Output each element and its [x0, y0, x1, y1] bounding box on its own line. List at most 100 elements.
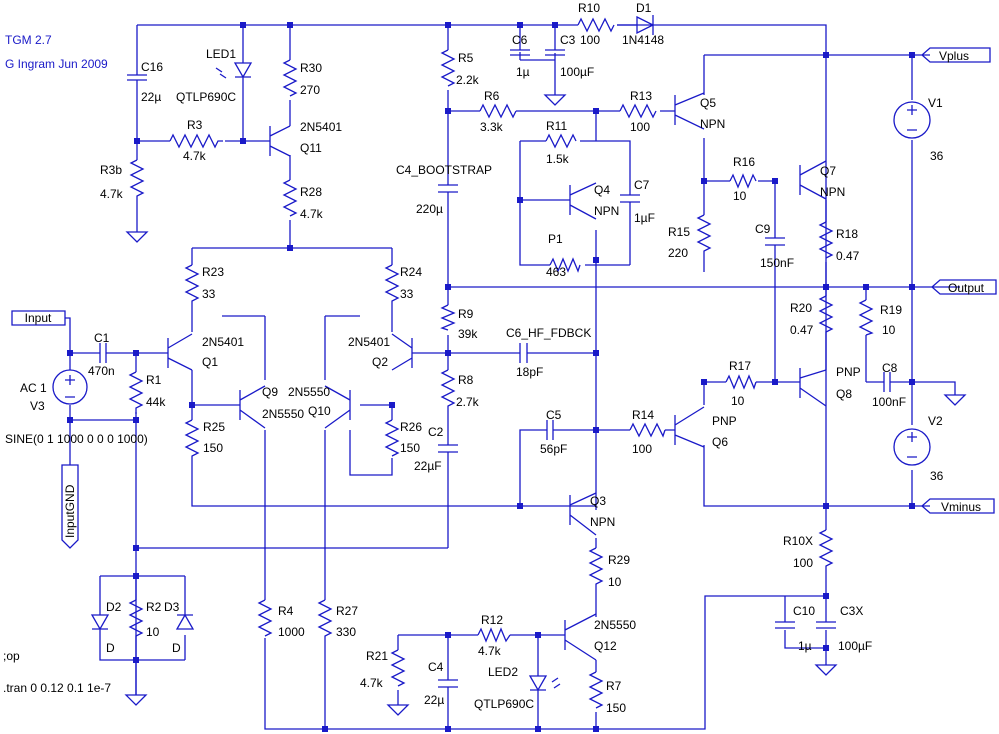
flag-output — [931, 279, 997, 295]
led1 — [215, 62, 253, 84]
diode-d1 — [617, 15, 655, 35]
capacitor-c6 — [510, 49, 530, 56]
label-r10x: R10X — [783, 534, 813, 548]
label-q10t: 2N5550 — [288, 385, 330, 399]
label-r26v: 150 — [400, 441, 420, 455]
label-p1: P1 — [548, 232, 563, 246]
label-led1: LED1 — [206, 47, 236, 61]
label-r15v: 220 — [668, 246, 688, 260]
schematic-author: G Ingram Jun 2009 — [5, 57, 108, 71]
label-c16v: 22µ — [141, 90, 161, 104]
label-r28v: 4.7k — [300, 207, 324, 221]
label-c2: C2 — [428, 425, 444, 439]
capacitor-c6-hf — [519, 343, 537, 363]
label-r9: R9 — [458, 307, 474, 321]
label-c1v: 470n — [88, 364, 115, 378]
label-q5: Q5 — [700, 96, 716, 110]
resistor-r3b — [129, 159, 145, 205]
flag-vminus-label: Vminus — [941, 500, 981, 514]
ground-c10 — [814, 664, 838, 676]
directive-tran: .tran 0 0.12 0.1 1e-7 — [3, 681, 111, 695]
capacitor-c4-bootstrap — [438, 184, 458, 200]
label-v2: V2 — [928, 414, 943, 428]
label-c7v: 1µF — [634, 211, 655, 225]
label-r20v: 0.47 — [790, 323, 814, 337]
flag-vplus-label: Vplus — [939, 49, 969, 63]
capacitor-c10 — [775, 621, 795, 629]
label-c3: C3 — [560, 33, 576, 47]
label-r6v: 3.3k — [480, 120, 504, 134]
label-r29: R29 — [608, 553, 630, 567]
label-r12: R12 — [481, 613, 503, 627]
label-r19v: 10 — [882, 323, 896, 337]
label-c1: C1 — [94, 331, 110, 345]
resistor-r25 — [184, 419, 200, 462]
label-q7: Q7 — [820, 164, 836, 178]
label-c6: C6 — [512, 33, 528, 47]
resistor-r23 — [184, 264, 200, 307]
source-label: AC 1 — [20, 381, 47, 395]
flag-output-label: Output — [948, 281, 985, 295]
label-r7: R7 — [606, 679, 622, 693]
capacitor-c3x — [816, 621, 836, 629]
label-r26: R26 — [400, 420, 422, 434]
label-p1v: 463 — [546, 265, 566, 279]
label-r17v: 10 — [731, 394, 745, 408]
label-v1: V1 — [928, 96, 943, 110]
label-r15: R15 — [668, 225, 690, 239]
label-v1v: 36 — [930, 149, 944, 163]
label-r1: R1 — [146, 373, 162, 387]
label-q9: Q9 — [262, 385, 278, 399]
label-r7v: 150 — [606, 701, 626, 715]
ground-c3 — [543, 94, 567, 106]
potentiometer-p1 — [549, 257, 581, 273]
capacitor-c1 — [99, 343, 110, 363]
label-q8: Q8 — [836, 387, 852, 401]
label-c10: C10 — [793, 604, 815, 618]
resistor-r21 — [390, 649, 406, 687]
resistor-r27 — [317, 599, 333, 640]
label-q1: Q1 — [202, 355, 218, 369]
label-c7: C7 — [634, 178, 650, 192]
led2 — [528, 675, 561, 692]
resistor-r15 — [696, 214, 712, 255]
label-r3bv: 4.7k — [100, 187, 124, 201]
label-led2: LED2 — [488, 665, 518, 679]
label-r25: R25 — [203, 420, 225, 434]
label-c6v: 1µ — [516, 65, 530, 79]
label-d3: D3 — [164, 600, 180, 614]
resistor-r11 — [545, 133, 577, 149]
label-r18: R18 — [836, 227, 858, 241]
label-r3: R3 — [187, 118, 203, 132]
label-r28: R28 — [300, 185, 322, 199]
capacitor-c16 — [127, 74, 147, 97]
label-r16: R16 — [733, 155, 755, 169]
label-r10: R10 — [578, 1, 600, 15]
transistor-q2 — [391, 333, 413, 371]
label-q12: Q12 — [594, 639, 617, 653]
label-r9v: 39k — [458, 327, 478, 341]
resistor-r1 — [128, 371, 144, 414]
label-r11: R11 — [546, 119, 567, 133]
label-c3xv: 100µF — [838, 639, 872, 653]
ground-r3b — [125, 231, 149, 243]
resistor-r8 — [440, 369, 456, 410]
resistor-r10x — [818, 529, 834, 570]
label-r11v: 1.5k — [546, 152, 570, 166]
diode-d3 — [175, 613, 195, 630]
resistor-r9 — [440, 304, 456, 331]
label-r27v: 330 — [336, 625, 356, 639]
label-r18v: 0.47 — [836, 249, 860, 263]
ground-diodes — [124, 660, 148, 706]
components — [11, 15, 997, 716]
component-labels: R10100D11N4148C61µC3100µFLED1QTLP690CC16… — [88, 1, 944, 715]
label-c16: C16 — [141, 60, 163, 74]
label-r23v: 33 — [202, 287, 216, 301]
label-r30: R30 — [300, 61, 322, 75]
transistor-q10 — [324, 385, 351, 429]
label-v2v: 36 — [930, 469, 944, 483]
capacitor-c2 — [438, 444, 458, 458]
label-q11t: 2N5401 — [300, 120, 342, 134]
resistor-r14 — [629, 422, 666, 438]
